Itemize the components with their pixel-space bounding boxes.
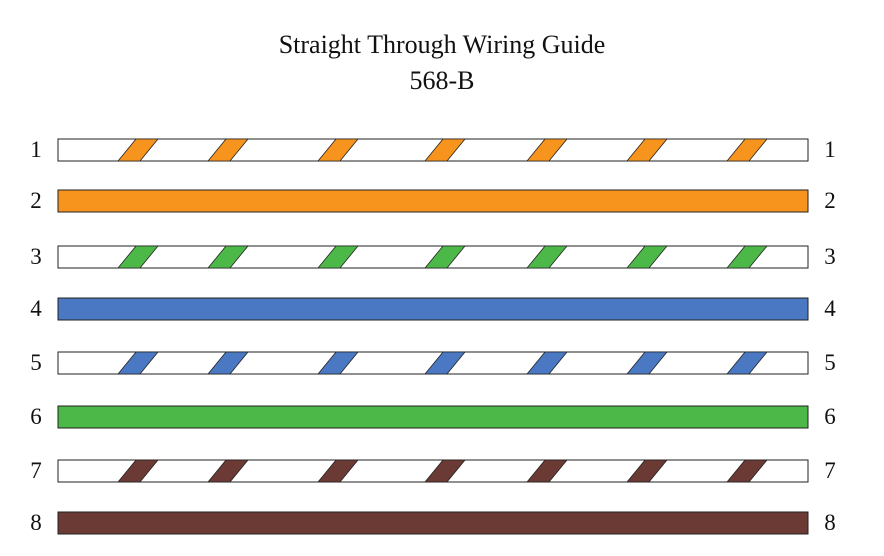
- pin-label-left-7: 7: [30, 458, 42, 483]
- wire-3-stripe: [626, 245, 668, 269]
- wire-1-stripe: [726, 138, 768, 162]
- wire-7-stripe: [626, 459, 668, 483]
- wire-5-stripe: [317, 351, 359, 375]
- wire-7-stripe: [526, 459, 568, 483]
- pin-label-left-3: 3: [30, 244, 42, 269]
- wire-6: [57, 405, 809, 429]
- wire-6-insulation: [57, 405, 809, 429]
- wire-3-stripe: [526, 245, 568, 269]
- wire-7-stripe: [317, 459, 359, 483]
- wire-5-stripe: [424, 351, 466, 375]
- pin-label-right-1: 1: [824, 137, 836, 162]
- wire-1-stripe: [117, 138, 159, 162]
- diagram-subtitle: 568-B: [409, 66, 475, 95]
- pin-label-left-4: 4: [30, 296, 42, 321]
- pin-label-left-1: 1: [30, 137, 42, 162]
- wire-1-stripe: [526, 138, 568, 162]
- wire-3-stripe: [424, 245, 466, 269]
- wire-1-stripe: [424, 138, 466, 162]
- wire-2-insulation: [57, 189, 809, 213]
- wire-5-stripe: [526, 351, 568, 375]
- wire-7-stripe: [726, 459, 768, 483]
- pin-label-right-3: 3: [824, 244, 836, 269]
- pin-label-right-6: 6: [824, 404, 836, 429]
- pin-label-left-5: 5: [30, 350, 42, 375]
- pin-label-right-5: 5: [824, 350, 836, 375]
- wire-3: [57, 245, 809, 269]
- wire-8: [57, 511, 809, 535]
- wire-5-stripe: [726, 351, 768, 375]
- wire-1-stripe: [317, 138, 359, 162]
- wire-3-stripe: [117, 245, 159, 269]
- wire-8-insulation: [57, 511, 809, 535]
- wire-7: [57, 459, 809, 483]
- wire-7-stripe: [424, 459, 466, 483]
- pin-label-right-8: 8: [824, 510, 836, 535]
- wire-7-stripe: [117, 459, 159, 483]
- wire-2: [57, 189, 809, 213]
- pin-label-right-2: 2: [824, 188, 836, 213]
- pin-label-left-8: 8: [30, 510, 42, 535]
- wire-1-stripe: [207, 138, 249, 162]
- wire-5-stripe: [626, 351, 668, 375]
- wire-7-stripe: [207, 459, 249, 483]
- diagram-title: Straight Through Wiring Guide: [278, 30, 606, 59]
- pin-label-right-4: 4: [824, 296, 836, 321]
- wire-5-stripe: [117, 351, 159, 375]
- wire-3-stripe: [207, 245, 249, 269]
- wire-4: [57, 297, 809, 321]
- pin-label-right-7: 7: [824, 458, 836, 483]
- wire-4-insulation: [57, 297, 809, 321]
- pin-label-left-2: 2: [30, 188, 42, 213]
- pin-label-left-6: 6: [30, 404, 42, 429]
- wire-3-stripe: [317, 245, 359, 269]
- wire-1: [57, 138, 809, 162]
- wire-3-stripe: [726, 245, 768, 269]
- wire-5-stripe: [207, 351, 249, 375]
- wire-1-stripe: [626, 138, 668, 162]
- wire-5: [57, 351, 809, 375]
